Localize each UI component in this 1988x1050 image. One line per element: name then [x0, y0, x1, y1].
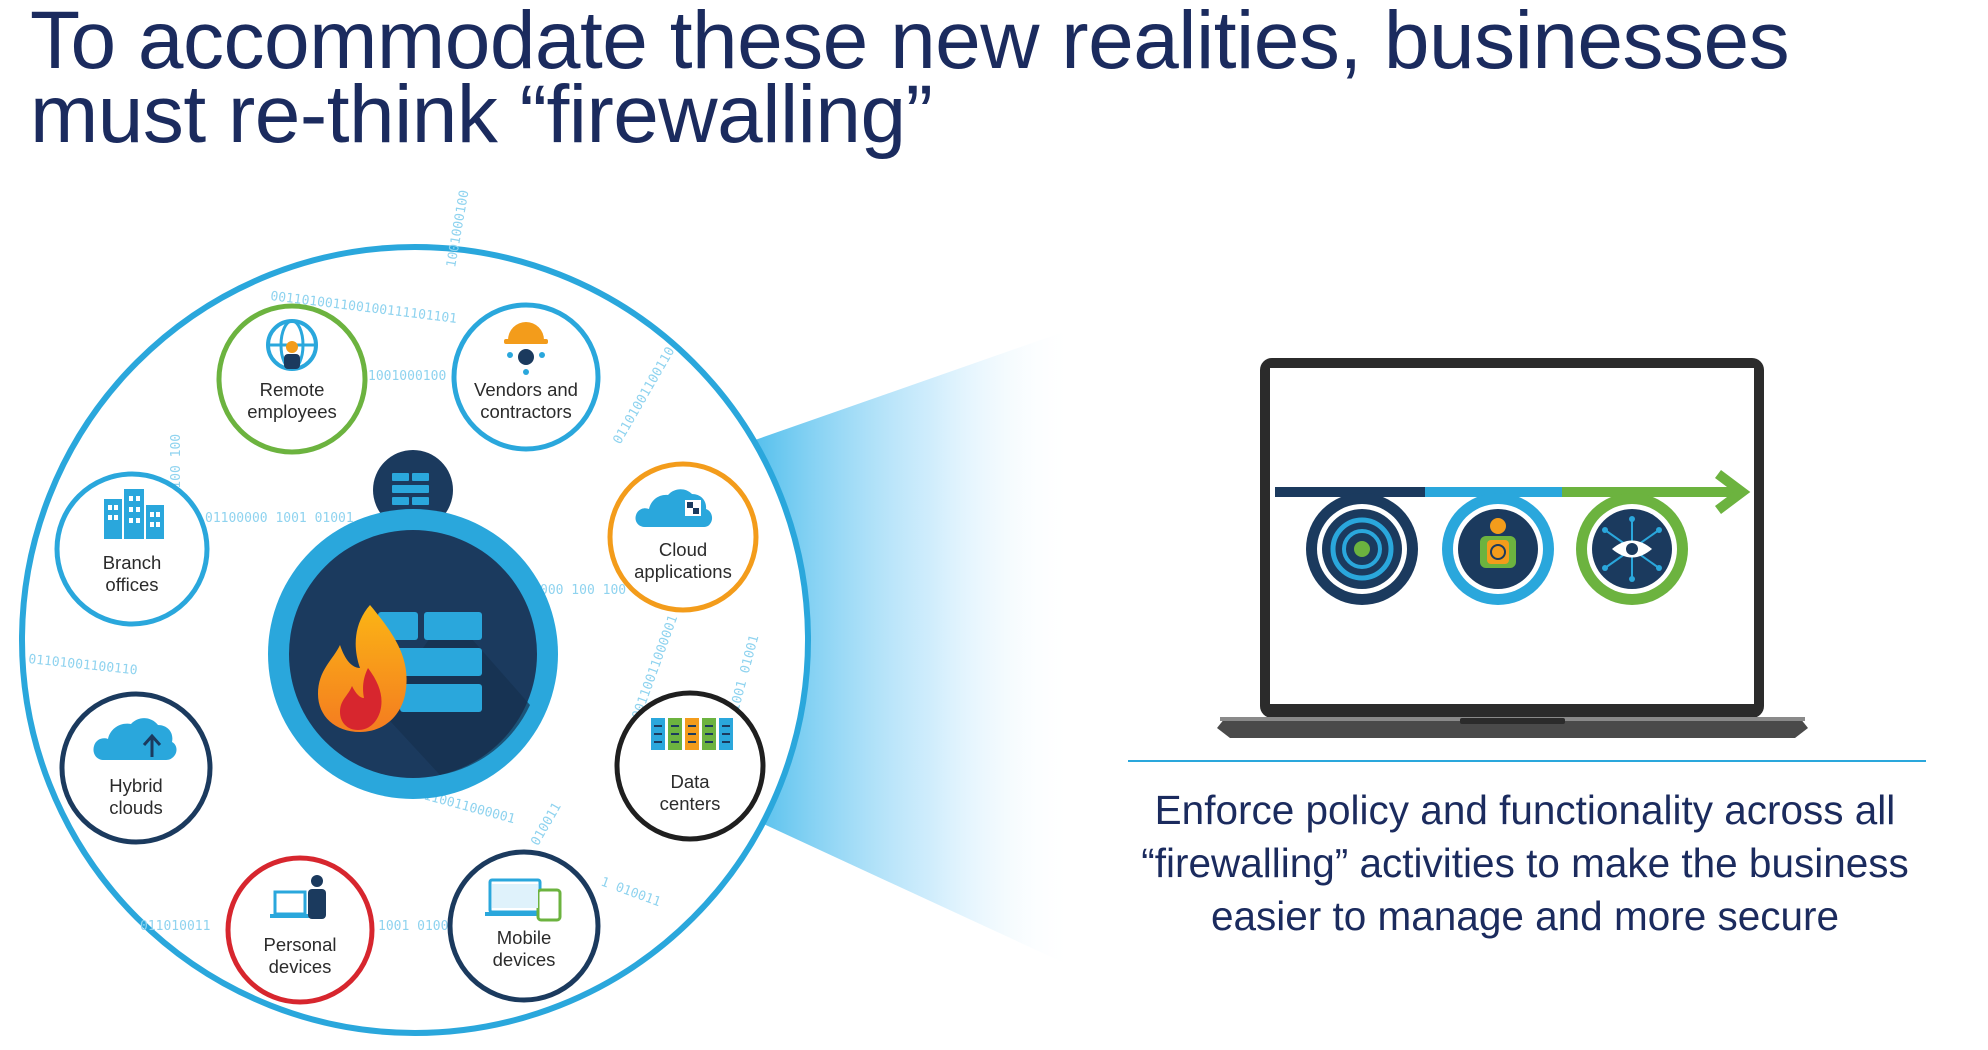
branch-offices-label: Branch offices — [67, 552, 197, 596]
mobile-devices-line-2: devices — [492, 949, 556, 970]
globe-person-icon — [266, 319, 318, 371]
laptop-person-icon — [270, 875, 326, 919]
cloud-applications-line-1: Cloud — [658, 539, 708, 560]
node-cloud-applications — [607, 461, 759, 613]
vendors-contractors-line-1: Vendors and — [474, 379, 578, 400]
devices-icon — [485, 878, 562, 922]
node-personal-devices — [225, 855, 375, 1005]
caption-text: Enforce policy and functionality across … — [1085, 784, 1965, 943]
node-mobile-devices — [447, 849, 601, 1003]
remote-employees-line-1: Remote — [259, 379, 325, 400]
caption-divider — [1128, 760, 1926, 762]
vendors-contractors-label: Vendors and contractors — [461, 379, 591, 423]
hub-top-brick-icon — [392, 473, 429, 505]
caption-line-1: Enforce policy and functionality across … — [1154, 787, 1896, 833]
node-hybrid-clouds — [59, 691, 213, 845]
personal-devices-line-2: devices — [268, 956, 332, 977]
mobile-devices-line-1: Mobile — [496, 927, 552, 948]
slide-title: To accommodate these new realities, busi… — [30, 0, 1930, 160]
node-remote-employees — [216, 303, 368, 455]
binary-stream-3: 01100000 1001 01001 — [205, 511, 354, 526]
target-icon — [1306, 493, 1418, 605]
eye-network-icon — [1576, 493, 1688, 605]
firewall-flame-icon — [318, 605, 407, 732]
server-racks-icon — [651, 718, 733, 750]
binary-stream-6: 1001 0100 — [378, 919, 448, 934]
buildings-icon — [104, 489, 164, 539]
binary-stream-7: 011010011 — [140, 919, 210, 934]
caption-line-3: easier to manage and more secure — [1210, 893, 1840, 939]
data-centers-label: Data centers — [625, 771, 755, 815]
node-branch-offices — [54, 471, 210, 627]
branch-offices-line-2: offices — [105, 574, 159, 595]
hybrid-clouds-line-1: Hybrid — [109, 775, 163, 796]
data-centers-line-2: centers — [659, 793, 721, 814]
cloud-upload-icon — [93, 718, 177, 760]
hybrid-clouds-label: Hybrid clouds — [71, 775, 201, 819]
binary-stream-4: 000 100 100 — [540, 583, 626, 598]
node-data-centers — [614, 690, 766, 842]
binary-stream-2: 1001000100 — [368, 369, 446, 384]
personal-devices-line-1: Personal — [263, 934, 337, 955]
fingerprint-user-icon — [1442, 493, 1554, 605]
cloud-applications-label: Cloud applications — [618, 539, 748, 583]
hybrid-clouds-line-2: clouds — [109, 797, 163, 818]
title-line-1: To accommodate these new realities, busi… — [30, 0, 1790, 86]
remote-employees-label: Remote employees — [227, 379, 357, 423]
title-line-2: must re-think “firewalling” — [30, 69, 933, 160]
data-centers-line-1: Data — [670, 771, 710, 792]
node-vendors-contractors — [451, 302, 601, 452]
cloud-applications-line-2: applications — [634, 561, 732, 582]
cloud-app-icon — [635, 489, 713, 527]
caption-line-2: “firewalling” activities to make the bus… — [1141, 840, 1909, 886]
process-flow — [1275, 470, 1751, 605]
firewall-hub — [268, 450, 558, 799]
branch-offices-line-1: Branch — [102, 552, 162, 573]
mobile-devices-label: Mobile devices — [459, 927, 589, 971]
hardhat-worker-icon — [504, 322, 548, 375]
personal-devices-label: Personal devices — [235, 934, 365, 978]
projection-beam — [755, 328, 1075, 968]
remote-employees-line-2: employees — [247, 401, 337, 422]
vendors-contractors-line-2: contractors — [480, 401, 572, 422]
